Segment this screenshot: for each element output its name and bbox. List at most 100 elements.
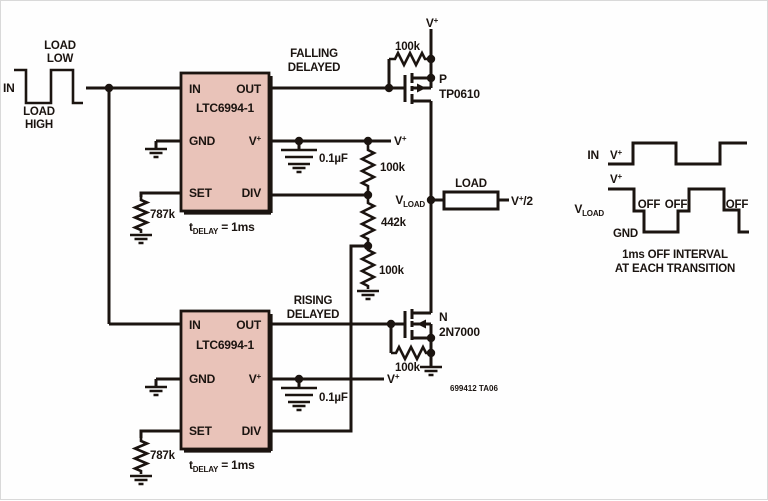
cap1-plates <box>281 148 317 159</box>
vplus-half-label: V+/2 <box>511 194 533 208</box>
ic1-shadow <box>184 76 273 215</box>
wave-vload-trace <box>608 187 749 234</box>
pfet-part-label: TP0610 <box>439 87 480 101</box>
ic2-gnd-wire <box>154 377 181 387</box>
ic1-pin-out: OUT <box>236 82 262 96</box>
falling-label-2: DELAYED <box>288 62 341 74</box>
load-high-label-1: LOAD <box>23 106 55 118</box>
ground-icon <box>128 474 154 486</box>
ic2-pin-div: DIV <box>242 424 262 438</box>
junction-dot <box>104 83 114 93</box>
ground-icon <box>286 400 312 412</box>
rising-label-1: RISING <box>294 295 333 307</box>
falling-delayed-net: FALLING DELAYED <box>269 48 405 90</box>
ic2-vplus-rail: V+ 0.1µF <box>269 372 400 412</box>
resistor-442k-label: 442k <box>381 217 407 229</box>
ground-icon <box>286 162 312 174</box>
resistor-100k-div-top <box>359 141 377 195</box>
pfet-stage: V+ 100k P TP0610 <box>387 16 481 313</box>
ground-icon <box>143 147 169 159</box>
ground-icon <box>128 233 154 245</box>
ground-icon <box>143 385 169 397</box>
resistor-442k <box>359 195 377 246</box>
resistor-100k-div-top-label: 100k <box>380 162 406 174</box>
resistor-100k-ngate <box>391 344 431 362</box>
load-low-label-1: LOAD <box>44 40 76 52</box>
wave-in-label: IN <box>587 148 599 162</box>
junction-dot <box>426 73 436 83</box>
ic2-tdelay-label: tDELAY= 1ms <box>189 458 255 474</box>
wave-vload-vplus-label: V+ <box>610 172 622 186</box>
ic2-pin-vplus: V+ <box>249 372 262 386</box>
ic1-tdelay-label: tDELAY= 1ms <box>189 220 255 236</box>
vplus-top-label: V+ <box>426 16 439 30</box>
wave-vload-label: VLOAD <box>574 202 604 218</box>
vrail1-vplus-label: V+ <box>394 134 407 148</box>
input-waveform-glyph <box>14 68 83 105</box>
wave-gnd-label: GND <box>613 228 638 240</box>
wave-in-trace <box>608 141 747 166</box>
ic1-pin-in: IN <box>189 82 201 96</box>
ic1-pin-gnd: GND <box>189 134 216 148</box>
ic2-pin-out: OUT <box>236 318 262 332</box>
resistor-787k-bottom <box>131 438 151 474</box>
resistor-787k-top <box>131 197 151 233</box>
wave-in-vplus-label: V+ <box>610 148 622 162</box>
junction-dot <box>386 319 396 329</box>
wave-off-label-1: OFF <box>638 199 661 211</box>
junction-dot <box>426 195 436 205</box>
load-box-label: LOAD <box>455 178 487 190</box>
rising-delayed-net: RISING DELAYED <box>269 295 405 326</box>
ground-icon <box>418 365 444 377</box>
ic1-name: LTC6994-1 <box>196 101 255 115</box>
wave-off-label-3: OFF <box>726 199 749 211</box>
ic2-pin-gnd: GND <box>189 372 216 386</box>
resistor-787k-bottom-label: 787k <box>150 450 176 462</box>
div2-link-wire <box>269 244 368 433</box>
input-stage: IN LOAD LOW LOAD HIGH <box>3 40 181 326</box>
pfet-arrow <box>417 83 426 93</box>
ic1-block: IN OUT LTC6994-1 GND V+ SET DIV tDELAY= … <box>179 71 273 236</box>
junction-dot <box>363 190 373 200</box>
input-wire <box>86 86 181 326</box>
ic2-shadow <box>184 314 273 453</box>
ic2-periphery: 787k <box>128 377 181 486</box>
junction-dot <box>363 136 373 146</box>
nfet-part-label: 2N7000 <box>439 325 480 339</box>
wave-caption-1: 1ms OFF INTERVAL <box>622 249 728 261</box>
junction-dot <box>384 83 394 93</box>
ic1-pin-vplus: V+ <box>249 134 262 148</box>
junction-dot <box>294 136 304 146</box>
rising-label-2: DELAYED <box>287 309 340 321</box>
junction-dots <box>294 54 436 384</box>
ic1-pin-div: DIV <box>242 186 262 200</box>
divider-chain: 100k 442k 100k <box>269 141 407 433</box>
pfet-designator: P <box>439 72 447 86</box>
nfet-stage: 100k N 2N7000 699412 TA06 <box>389 309 498 393</box>
resistor-100k-div-bot <box>359 246 377 289</box>
resistor-100k-div-bot-label: 100k <box>379 265 405 277</box>
vload-node-label: VLOAD <box>395 193 425 209</box>
ground-icon <box>355 289 381 301</box>
load-high-label-2: HIGH <box>25 119 53 131</box>
vrail2-vplus-label: V+ <box>387 372 400 386</box>
resistor-787k-top-label: 787k <box>150 209 176 221</box>
cap2-plates <box>281 386 317 397</box>
resistor-100k-pgate-label: 100k <box>395 41 421 53</box>
ic1-periphery: 787k <box>128 139 181 245</box>
nfet-designator: N <box>439 310 447 324</box>
junction-dot <box>426 333 436 343</box>
input-in-label: IN <box>3 81 15 95</box>
schematic-note: 699412 TA06 <box>450 384 498 393</box>
resistor-100k-pgate <box>389 50 431 68</box>
ic2-pin-in: IN <box>189 318 201 332</box>
junction-dot <box>294 374 304 384</box>
wave-off-label-2: OFF <box>665 199 688 211</box>
cap2-label: 0.1µF <box>319 392 348 404</box>
ic2-name: LTC6994-1 <box>196 338 255 352</box>
cap1-label: 0.1µF <box>319 153 348 165</box>
ic1-pin-set: SET <box>189 186 213 200</box>
nfet-arrow <box>417 319 426 329</box>
